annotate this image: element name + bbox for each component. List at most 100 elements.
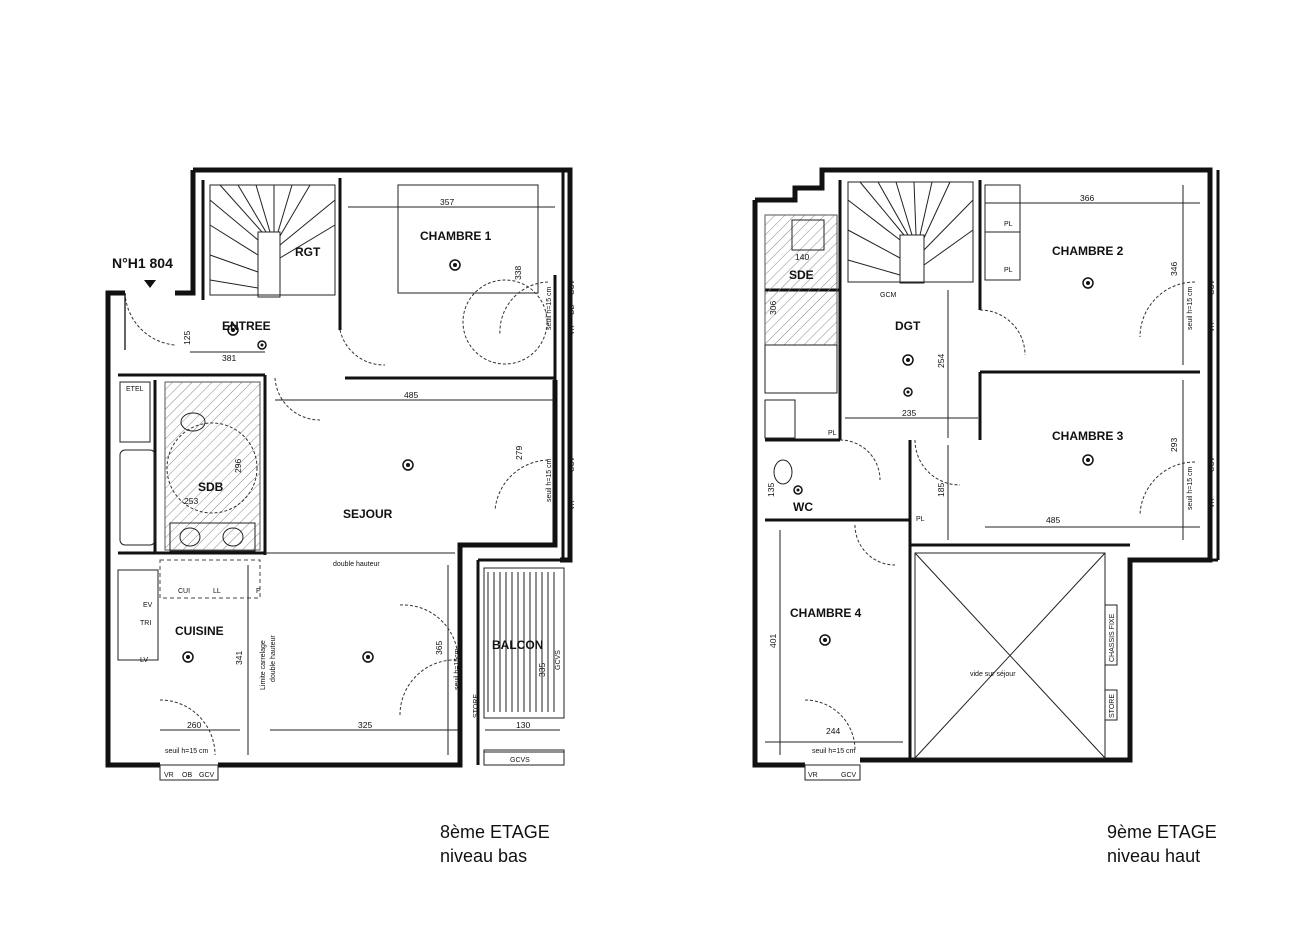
room-label-chambre1: CHAMBRE 1 [420,229,492,243]
note-pl-4: PL [828,430,837,437]
lower-level-plan [105,167,573,781]
room-label-chambre4: CHAMBRE 4 [790,606,862,620]
cuisine-door-swing [159,699,216,756]
dim-335: 335 [537,663,547,677]
dim-485-upper: 485 [1046,515,1060,525]
sink-left [179,527,201,547]
lower-window-tag-box [159,764,219,781]
sejour-window-swing [494,459,549,511]
stair-core-upper [899,234,925,284]
upper-window-tag-box [804,764,861,781]
chambre1-door-swing [339,329,386,366]
store-box-upper [1104,689,1118,721]
tag-ob-chambre1: OB [569,305,576,315]
dim-130: 130 [516,720,530,730]
dim-325: 325 [358,720,372,730]
balcony-door-swing-1 [399,604,459,661]
dim-338: 338 [513,266,523,280]
entry-arrow-icon [144,280,156,288]
chambre2-door-swing [979,309,1026,356]
dim-357: 357 [440,197,454,207]
note-seuil-c3: seuil h=15 cm [1187,466,1194,510]
dim-260: 260 [187,720,201,730]
tag-vr-lower: VR [164,772,174,779]
room-label-sde: SDE [789,268,814,282]
lower-outer-wall-left [175,170,196,296]
room-label-cuisine: CUISINE [175,624,224,638]
kitchen-counter [159,559,261,599]
sdb-turning-circle [166,422,258,514]
tag-ob-lower: OB [182,772,192,779]
entry-door-swing [124,292,176,346]
unit-label: N°H1 804 [112,255,173,271]
room-label-entree: ENTREE [222,319,271,333]
stair-steps [209,184,336,289]
note-ev: EV [143,602,153,609]
wc-door-swing [839,439,881,481]
note-seuil-balcon: seuil h=15cm [454,648,461,690]
balcony-slats [487,572,555,712]
sde-sink [791,219,825,251]
label-vide-sur-sejour: vide sur séjour [970,671,1016,678]
tag-gcv-lower: GCV [199,772,215,779]
staircase-upper [847,181,974,283]
room-label-sejour: SEJOUR [343,507,393,521]
dim-135: 135 [766,483,776,497]
note-cui: CUI [178,588,190,595]
dim-381: 381 [222,353,236,363]
dim-140: 140 [795,252,809,262]
double-sink [169,522,256,552]
dim-485: 485 [404,390,418,400]
dim-366: 366 [1080,193,1094,203]
note-store-lower: STORE [473,694,480,718]
note-store-upper: STORE [1109,694,1116,718]
note-pl-2: PL [1004,267,1013,274]
tag-vr-upper: VR [808,772,818,779]
note-double-hauteur: double hauteur [333,561,380,568]
tag-vr-sejour: VR [569,500,576,510]
etel-cabinet [119,381,151,443]
dim-235: 235 [902,408,916,418]
caption-lower-line1: 8ème ETAGE [440,822,550,842]
note-seuil-c2: seuil h=15 cm [1187,286,1194,330]
tag-gcv-c2: GCV [1209,280,1216,296]
dim-293: 293 [1169,438,1179,452]
note-ll: LL [213,588,221,595]
room-label-wc: WC [793,500,813,514]
caption-lower-line2: niveau bas [440,846,527,866]
stair-steps-upper [847,181,974,276]
upper-level-plan [752,167,1220,781]
note-tri: TRI [140,620,151,627]
dim-365: 365 [434,641,444,655]
dim-279: 279 [514,446,524,460]
room-label-dgt: DGT [895,319,921,333]
note-gcm: GCM [880,292,897,299]
toilet [180,412,206,432]
balcony-slab [483,567,565,719]
caption-upper-line1: 9ème ETAGE [1107,822,1217,842]
chambre2-window-swing [1139,281,1196,338]
chambre3-window-swing [1139,461,1196,516]
dim-185: 185 [936,483,946,497]
dim-341: 341 [234,651,244,665]
tag-gcv-chambre1: GCV [569,280,576,296]
chassis-fixe-box [1104,604,1118,666]
chambre3-door-swing [914,439,961,486]
ceiling-lights-upper [793,277,1094,646]
lower-outer-wall-south [218,380,558,768]
sejour-door-swing [274,377,321,421]
dim-306: 306 [768,301,778,315]
note-gcvs-side: GCVS [555,650,562,670]
balcony-door-swing-2 [399,659,459,716]
note-f: F [256,588,260,595]
caption-upper-line2: niveau haut [1107,846,1200,866]
lower-outer-wall-west [105,290,160,768]
dim-253: 253 [184,496,198,506]
dim-244: 244 [826,726,840,736]
sde-floor [764,214,838,346]
room-label-chambre2: CHAMBRE 2 [1052,244,1124,258]
tag-gcv-c3: GCV [1209,457,1216,473]
bed-outline [397,184,539,294]
upper-outer-west [752,200,805,768]
